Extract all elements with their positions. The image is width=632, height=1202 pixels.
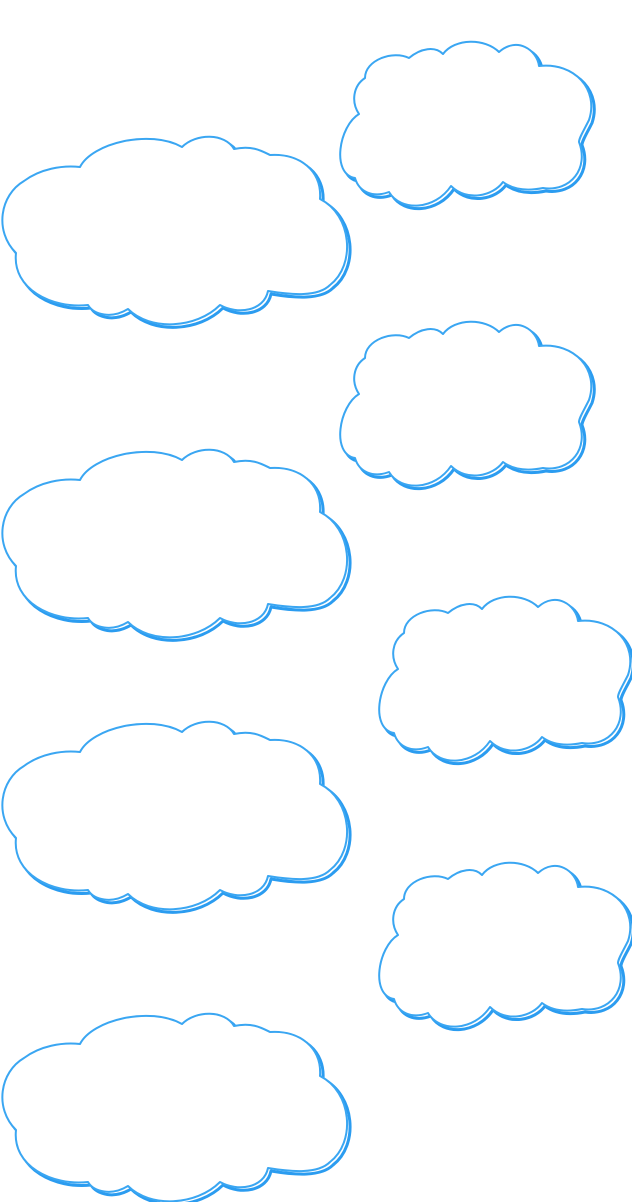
large-cloud-left-3 — [1, 720, 352, 914]
large-cloud-left-1 — [1, 135, 352, 329]
cloud-body — [378, 861, 632, 1028]
large-cloud-left-4 — [1, 1012, 352, 1202]
cloud-body — [378, 595, 632, 762]
small-cloud-right-2 — [339, 320, 596, 491]
small-cloud-right-4 — [378, 861, 632, 1032]
large-cloud-left-2 — [1, 448, 352, 642]
small-cloud-right-3 — [378, 595, 632, 766]
cloud-body — [339, 40, 593, 207]
small-cloud-right-1 — [339, 40, 596, 211]
cloud-body — [339, 320, 593, 487]
